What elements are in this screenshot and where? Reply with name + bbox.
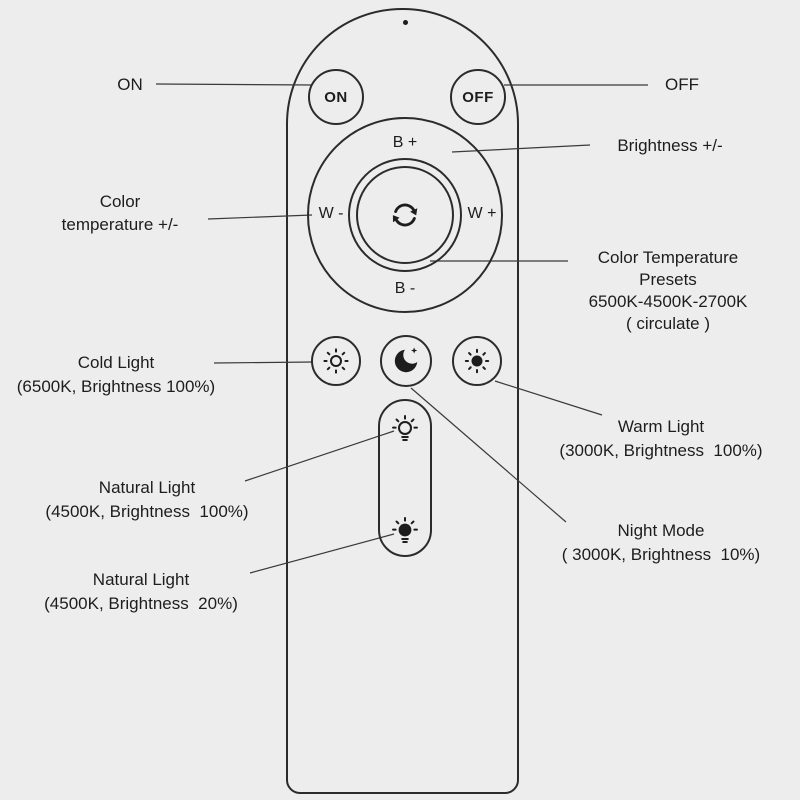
annotation-presets-line4: ( circulate ) [625, 314, 711, 333]
annotation-cold-light: Cold Light (6500K, Brightness 100%) [2, 351, 230, 399]
annotation-warm-light-line1: Warm Light [617, 417, 705, 436]
annotation-on: ON [90, 73, 170, 96]
dial-label-warm-down: W - [318, 205, 344, 222]
remote-body [286, 8, 519, 794]
annotation-color-temperature-line1: Color [99, 192, 141, 211]
circulate-icon-wrap [385, 195, 425, 235]
annotation-natural-100-line2: (4500K, Brightness 100%) [45, 502, 249, 521]
annotation-brightness-text: Brightness +/- [617, 136, 723, 155]
night-mode-button [380, 335, 432, 387]
dial-label-brightness-down: B - [394, 280, 416, 297]
cold-light-button [311, 336, 361, 386]
annotation-color-temperature-line2: temperature +/- [61, 215, 179, 234]
dial-outer-ring [307, 117, 503, 313]
annotation-color-temperature: Color temperature +/- [25, 190, 215, 236]
bulb-outline-icon [392, 415, 418, 441]
annotation-presets-line1: Color Temperature [597, 248, 739, 267]
circulate-arrows-icon [392, 203, 418, 227]
bulb-filled-icon [392, 517, 418, 543]
annotation-cold-light-line1: Cold Light [77, 353, 155, 372]
moon-star-icon [394, 347, 418, 373]
dial-center-button-inner [356, 166, 454, 264]
connector-natural-20 [249, 533, 395, 574]
connector-warm-light [494, 380, 603, 416]
ir-indicator-dot [403, 20, 408, 25]
dial-label-warm-up: W + [467, 205, 497, 222]
off-button: OFF [450, 69, 506, 125]
dial-label-brightness-up: B + [392, 134, 418, 151]
dial-center-button-outer [348, 158, 462, 272]
annotation-presets-line3: 6500K-4500K-2700K [588, 292, 748, 311]
natural-light-capsule [378, 399, 432, 557]
natural-20-button [389, 515, 421, 547]
annotation-warm-light: Warm Light (3000K, Brightness 100%) [537, 415, 785, 463]
annotation-night-mode-line1: Night Mode [617, 521, 705, 540]
annotation-natural-20: Natural Light (4500K, Brightness 20%) [12, 568, 270, 616]
annotation-on-text: ON [117, 75, 143, 94]
annotation-warm-light-line2: (3000K, Brightness 100%) [559, 441, 763, 460]
annotation-presets-line2: Presets [639, 270, 697, 289]
sun-filled-icon [464, 348, 490, 374]
annotation-natural-20-line2: (4500K, Brightness 20%) [44, 594, 238, 613]
on-button: ON [308, 69, 364, 125]
connector-color-temperature [207, 214, 313, 220]
annotation-cold-light-line2: (6500K, Brightness 100%) [16, 377, 216, 396]
connector-night-mode [410, 387, 567, 523]
annotation-natural-100: Natural Light (4500K, Brightness 100%) [18, 476, 276, 524]
annotation-night-mode-line2: ( 3000K, Brightness 10%) [561, 545, 761, 564]
connector-cold-light [213, 361, 314, 364]
annotation-off-text: OFF [665, 75, 699, 94]
annotation-presets: Color Temperature Presets 6500K-4500K-27… [552, 247, 784, 335]
connector-on [155, 83, 314, 86]
annotation-off: OFF [642, 73, 722, 96]
on-button-label: ON [324, 88, 348, 106]
connector-natural-100 [244, 430, 395, 482]
warm-light-button [452, 336, 502, 386]
sun-outline-icon [323, 348, 349, 374]
off-button-label: OFF [462, 88, 494, 106]
natural-100-button [389, 413, 421, 445]
annotation-natural-20-line1: Natural Light [92, 570, 190, 589]
annotation-brightness: Brightness +/- [578, 134, 762, 157]
annotation-night-mode: Night Mode ( 3000K, Brightness 10%) [537, 519, 785, 567]
annotation-natural-100-line1: Natural Light [98, 478, 196, 497]
